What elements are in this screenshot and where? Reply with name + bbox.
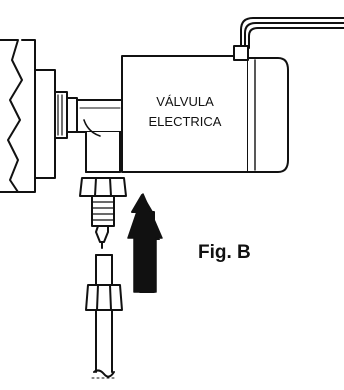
- lower-tube: [85, 254, 123, 379]
- figure-label: Fig. B: [198, 242, 251, 263]
- valve-label-line2: ELECTRICA: [149, 114, 222, 129]
- cable-connector: [233, 17, 344, 61]
- tee-fitting: [76, 99, 123, 173]
- wall-fitting: [54, 91, 78, 139]
- hex-nut-upper: [79, 171, 127, 197]
- flare-tip: [95, 225, 109, 249]
- wall-mount: [0, 39, 56, 193]
- valve-body: [121, 55, 289, 173]
- threaded-nipple: [91, 195, 115, 227]
- valve-label-line1: VÁLVULA: [156, 94, 214, 109]
- flow-arrow: [127, 193, 163, 293]
